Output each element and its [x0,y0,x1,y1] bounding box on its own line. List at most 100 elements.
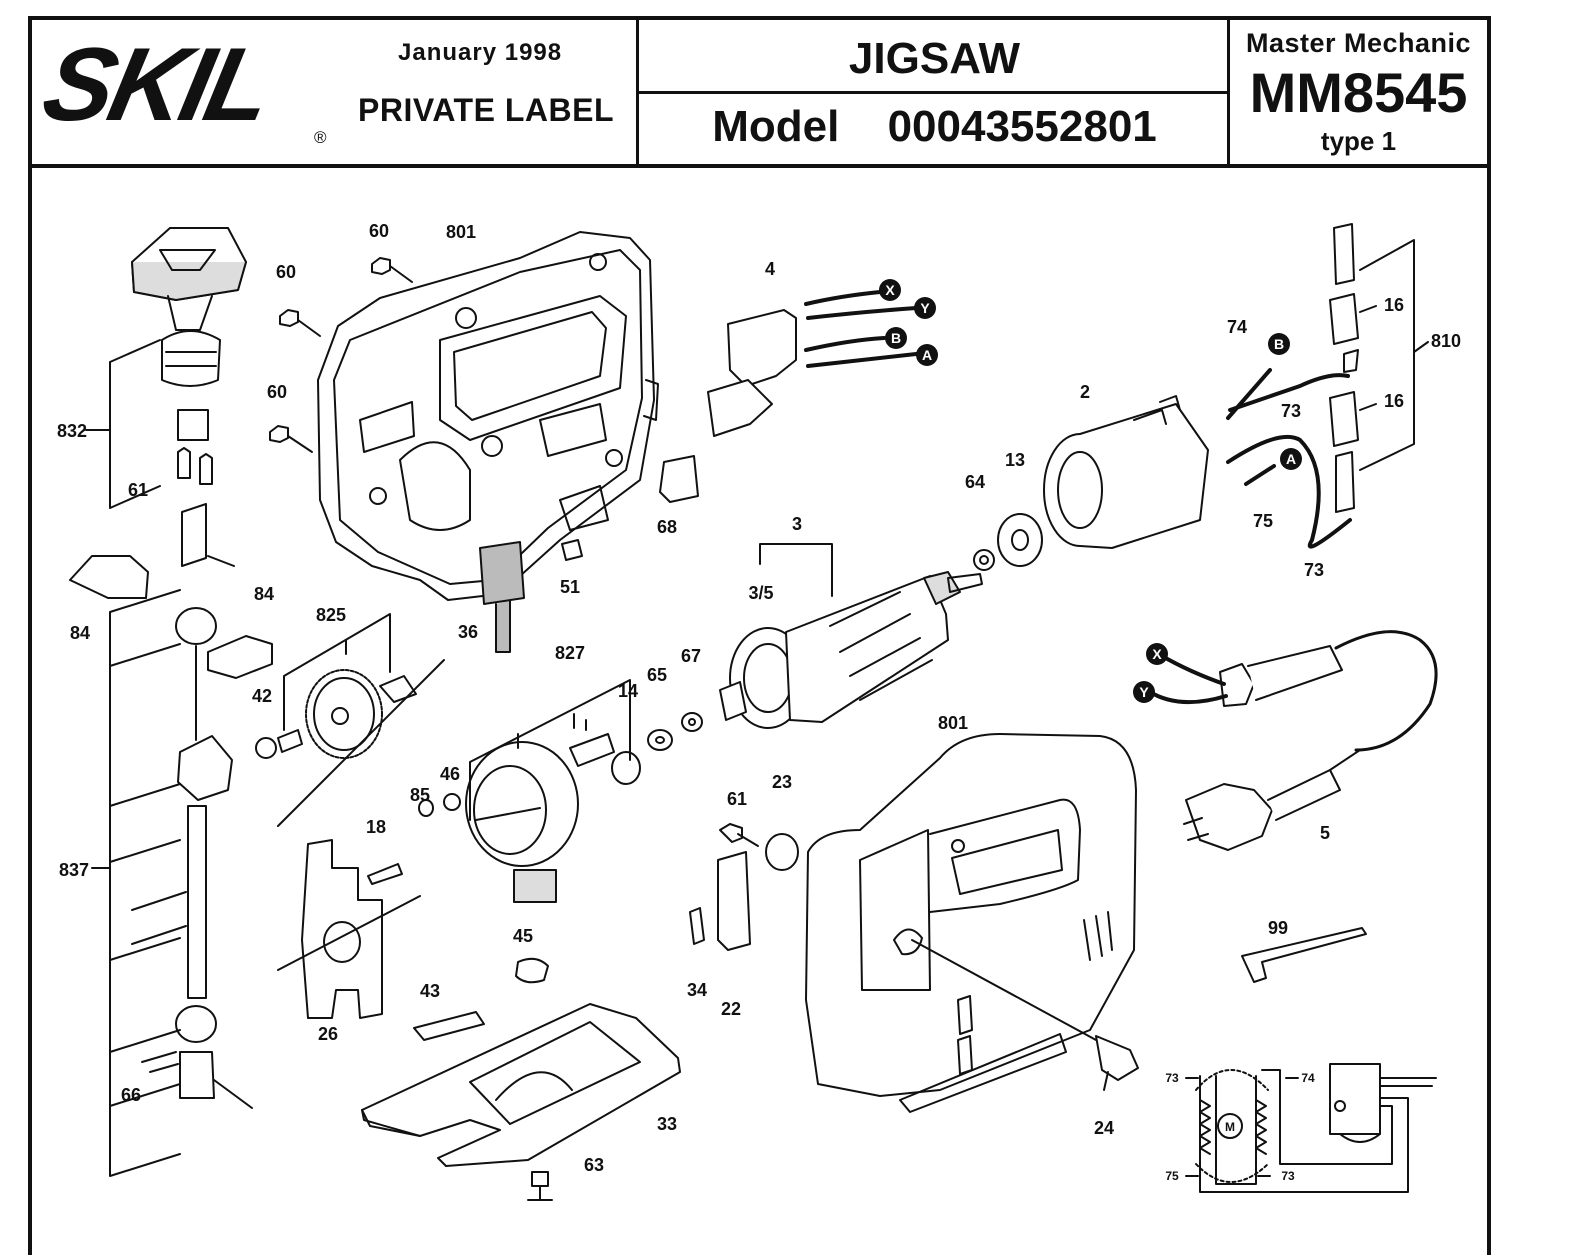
callout-66: 66 [121,1085,141,1105]
housing-half-left [317,231,659,601]
callout-4: 4 [765,259,775,279]
gear-bushing [379,675,417,703]
callout-22: 22 [721,999,741,1019]
bracket-3 [759,543,833,597]
roller-guide-84b [207,635,273,679]
washer-64 [973,549,995,571]
bracket-825 [283,613,391,731]
clip-68 [659,455,699,503]
switch-wires [804,290,918,368]
cord-leads [1148,654,1228,705]
armature-3 [719,571,983,729]
line-cord-5 [1183,630,1438,851]
washer-46 [443,793,461,811]
brush-holders [1329,223,1359,513]
svg-text:X: X [885,282,895,298]
callout-13: 13 [1005,450,1025,470]
callout-24: 24 [1094,1118,1114,1138]
callout-801b: 801 [938,713,968,733]
callout-3: 3 [792,514,802,534]
release-date: January 1998 [398,39,563,66]
leader-24 [911,939,1097,1041]
callout-837: 837 [59,860,89,880]
callout-26: 26 [318,1024,338,1044]
svg-text:X: X [1152,646,1162,662]
callout-2: 2 [1080,382,1090,402]
svg-text:B: B [1274,336,1284,352]
callout-85: 85 [410,785,430,805]
washer-67 [681,712,703,732]
marker-y-cord: Y [1133,681,1155,703]
callout-23: 23 [772,772,792,792]
clamp-43 [413,1011,485,1041]
roller-bottom [175,1005,217,1043]
pin-18 [367,863,403,885]
marker-a-field: A [1280,448,1302,470]
brand-model-cell: Master Mechanic MM8545 type 1 [1230,20,1487,164]
schematic-73-bottom: 73 [1281,1169,1295,1183]
callout-64: 64 [965,472,985,492]
spacer-42 [277,729,303,753]
plunger-rod [187,805,207,999]
marker-y-switch: Y [914,297,936,319]
gear-23 [765,833,799,871]
bearing-13 [997,513,1043,567]
callout-825: 825 [316,605,346,625]
guide-plate-26 [301,839,383,1019]
marker-x-cord: X [1146,643,1168,665]
callout-labels: 832 61 84 84 837 66 60 60 60 801 825 42 … [57,221,1461,1175]
model-label: Model [712,102,840,151]
washer-65 [647,729,673,751]
callout-99: 99 [1268,918,1288,938]
bracket-827 [469,679,631,821]
model-row: Model 00043552801 [639,102,1230,152]
shoe-33 [361,1003,681,1167]
parts-sheet: SKIL ® January 1998 PRIVATE LABEL JIGSAW… [28,16,1491,1255]
hex-key-99 [1241,927,1367,983]
callout-33: 33 [657,1114,677,1134]
schematic-labels: 73 74 75 73 M [1165,1071,1315,1183]
schematic-74: 74 [1301,1071,1315,1085]
svg-text:A: A [1286,451,1296,467]
bracket-22 [717,851,751,951]
callout-16a: 16 [1384,295,1404,315]
marker-b-field: B [1268,333,1290,355]
callout-65: 65 [647,665,667,685]
callout-63: 63 [584,1155,604,1175]
assembled-jigsaw [805,733,1137,1113]
leader-825 [277,659,445,827]
field-2 [1043,395,1209,549]
marker-b-switch: B [885,327,907,349]
bracket-810 [1359,239,1429,471]
screws-60 [269,257,413,453]
rod-pins [131,891,187,945]
roller-guide-84a [69,555,149,599]
svg-text:B: B [891,330,901,346]
svg-text:Y: Y [920,300,930,316]
brush-seal-36 [479,541,525,653]
callout-14: 14 [618,681,638,701]
gear-825 [305,669,383,759]
callout-5: 5 [1320,823,1330,843]
knob-24 [1095,1035,1139,1091]
field-leads [1226,368,1352,549]
callout-73a: 73 [1281,401,1301,421]
clip-34 [689,907,705,945]
callout-827: 827 [555,643,585,663]
callout-16b: 16 [1384,391,1404,411]
callout-832: 832 [57,421,87,441]
screw-pair-61 [177,447,213,485]
callout-60b: 60 [276,262,296,282]
registered-mark: ® [314,128,327,147]
callout-74: 74 [1227,317,1247,337]
washer-45 [515,957,549,984]
roller-top [175,607,217,645]
bracket-837 [91,589,181,1177]
callout-73b: 73 [1304,560,1324,580]
schematic-motor: M [1225,1120,1235,1134]
callout-51: 51 [560,577,580,597]
clamp-collar [177,409,209,441]
counterweight-assy [465,741,579,903]
pin-51 [561,539,583,561]
callout-60a: 60 [369,221,389,241]
